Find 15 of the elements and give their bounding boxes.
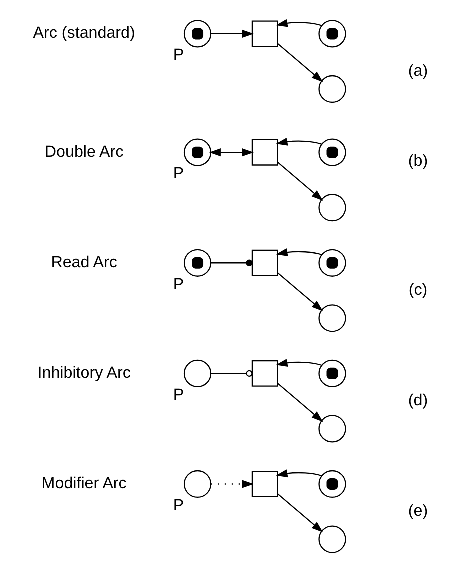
label: (d) <box>408 392 428 410</box>
node-label: P <box>172 496 184 514</box>
node-label: P <box>172 275 184 294</box>
label: Double Arc <box>44 142 124 161</box>
label: Read Arc <box>50 253 117 272</box>
label: (e) <box>408 502 428 520</box>
label: Inhibitory Arc <box>37 364 130 382</box>
label: (b) <box>408 152 428 170</box>
node-label: P <box>172 46 184 64</box>
node-label: P <box>172 164 184 183</box>
label: (c) <box>408 281 428 300</box>
label: Arc (standard) <box>32 24 135 42</box>
label: Modifier Arc <box>41 474 126 492</box>
label: (a) <box>408 62 428 80</box>
node-label: P <box>172 386 184 404</box>
